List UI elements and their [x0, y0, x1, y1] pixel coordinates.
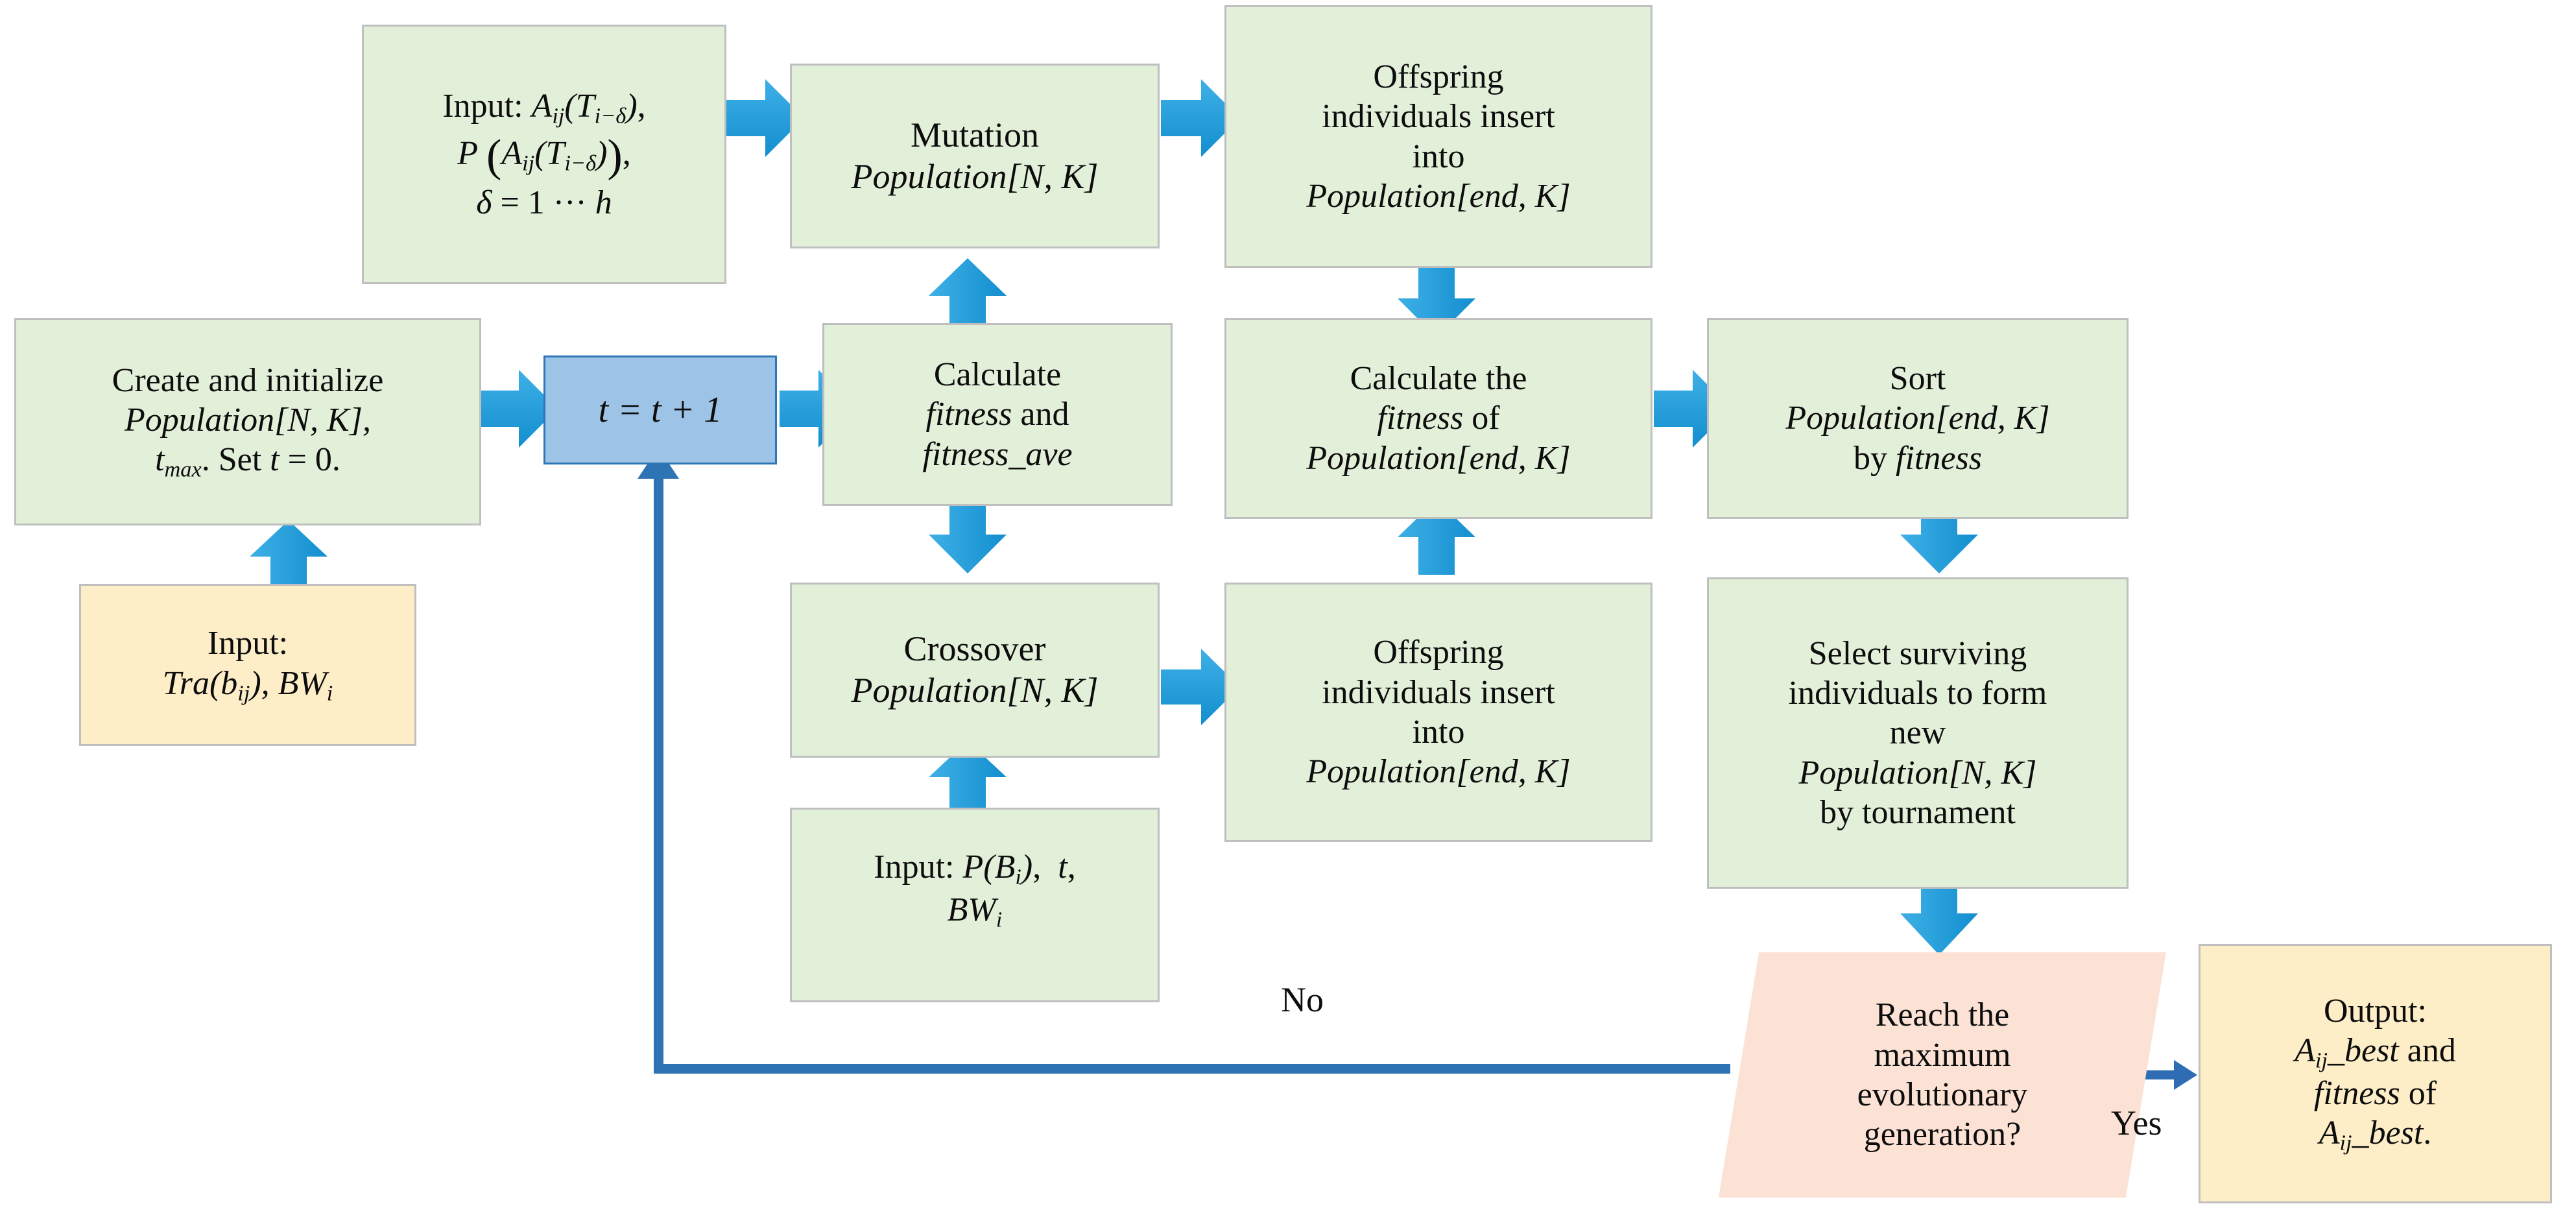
arrow-sort-to-select — [1900, 501, 1978, 573]
node-decision[interactable]: Reach the maximum evolutionary generatio… — [1719, 952, 2166, 1198]
yes-arrowhead — [2174, 1060, 2197, 1090]
calc-end-line3: Population[end, K] — [1306, 439, 1571, 477]
input-mutation-line1: Input: Aij(Ti−δ), — [442, 87, 646, 128]
offspring-bottom-line4: Population[end, K] — [1306, 753, 1571, 791]
node-create-initialize[interactable]: Create and initialize Population[N, K], … — [14, 318, 481, 525]
arrow-input-pb-to-crossover — [929, 741, 1007, 812]
create-line1: Create and initialize — [112, 361, 384, 399]
calc-end-line2: fitness of — [1377, 400, 1500, 437]
node-input-tra[interactable]: Input: Tra(bij), BWi — [79, 584, 416, 746]
edge-label-yes: Yes — [2111, 1103, 2162, 1142]
input-pb-line2: BWi — [947, 891, 1003, 932]
arrow-input-to-mutation — [725, 79, 804, 157]
offspring-top-line3: into — [1412, 138, 1465, 175]
input-pb-line1: Input: P(Bi), t, — [874, 849, 1076, 889]
node-output[interactable]: Output: Aij_best and fitness of Aij_best… — [2199, 944, 2552, 1203]
offspring-bottom-line2: individuals insert — [1322, 673, 1555, 711]
node-counter[interactable]: t = t + 1 — [543, 355, 777, 464]
output-line1: Output: — [2324, 992, 2427, 1030]
node-mutation[interactable]: Mutation Population[N, K] — [790, 64, 1160, 248]
arrow-crossover-to-offspring-bottom — [1161, 649, 1240, 725]
mutation-line1: Mutation — [911, 115, 1039, 154]
create-line2: Population[N, K], — [125, 401, 371, 439]
output-line3: fitness of — [2313, 1075, 2437, 1112]
decision-line1: Reach the — [1875, 996, 2010, 1034]
arrow-calc-fitness-to-mutation — [929, 258, 1007, 333]
select-line3: new — [1889, 714, 1946, 752]
output-line4: Aij_best. — [2319, 1115, 2432, 1155]
sort-line3: by fitness — [1854, 439, 1982, 477]
output-line2: Aij_best and — [2295, 1031, 2456, 1073]
node-sort[interactable]: Sort Population[end, K] by fitness — [1707, 318, 2129, 519]
node-input-pb[interactable]: Input: P(Bi), t, BWi — [790, 808, 1160, 1002]
node-input-mutation[interactable]: Input: Aij(Ti−δ), P (Aij(Ti−δ)), δ = 1 ·… — [362, 25, 726, 284]
edge-label-no: No — [1281, 980, 1324, 1019]
offspring-top-line1: Offspring — [1373, 58, 1504, 95]
calc-fitness-line1: Calculate — [933, 355, 1062, 393]
node-select-survivors[interactable]: Select surviving individuals to form new… — [1707, 577, 2129, 889]
input-mutation-line2: P (Aij(Ti−δ)), — [457, 130, 631, 181]
arrow-mutation-to-offspring-top — [1161, 79, 1240, 157]
select-line5: by tournament — [1820, 794, 2016, 832]
select-line4: Population[N, K] — [1798, 754, 2037, 791]
sort-line2: Population[end, K] — [1785, 400, 2050, 437]
node-calc-fitness[interactable]: Calculate fitness and fitness_ave — [822, 323, 1173, 506]
arrow-offspring-top-to-calc-fitness-end — [1398, 265, 1475, 337]
arrow-create-to-counter — [480, 370, 558, 448]
arrow-input-tra-to-create — [250, 520, 328, 592]
node-calc-fitness-end[interactable]: Calculate the fitness of Population[end,… — [1224, 318, 1652, 519]
calc-fitness-line3: fitness_ave — [922, 435, 1073, 473]
feedback-line-vertical — [654, 472, 663, 1066]
arrow-calc-fitness-to-crossover — [929, 501, 1007, 573]
input-mutation-line3: δ = 1 ··· h — [476, 184, 612, 221]
decision-line2: maximum — [1874, 1036, 2011, 1074]
node-offspring-top[interactable]: Offspring individuals insert into Popula… — [1224, 5, 1652, 268]
offspring-top-line2: individuals insert — [1322, 98, 1555, 136]
mutation-line2: Population[N, K] — [851, 156, 1099, 196]
decision-line3: evolutionary — [1857, 1076, 2028, 1113]
offspring-top-line4: Population[end, K] — [1306, 177, 1571, 215]
sort-line1: Sort — [1889, 359, 1946, 397]
feedback-line-horizontal — [654, 1064, 1730, 1074]
arrow-select-to-decision — [1900, 877, 1978, 955]
select-line2: individuals to form — [1788, 674, 2047, 712]
node-offspring-bottom[interactable]: Offspring individuals insert into Popula… — [1224, 583, 1652, 842]
select-line1: Select surviving — [1808, 634, 2027, 672]
create-line3: tmax. Set t = 0. — [155, 441, 340, 482]
offspring-bottom-line1: Offspring — [1373, 634, 1504, 671]
crossover-line1: Crossover — [903, 629, 1046, 669]
decision-line4: generation? — [1863, 1116, 2021, 1153]
calc-fitness-line2: fitness and — [925, 396, 1069, 433]
input-tra-line1: Input: — [207, 625, 289, 662]
counter-text: t = t + 1 — [598, 389, 722, 430]
offspring-bottom-line3: into — [1412, 714, 1465, 751]
input-tra-line2: Tra(bij), BWi — [162, 664, 333, 706]
node-crossover[interactable]: Crossover Population[N, K] — [790, 583, 1160, 758]
calc-end-line1: Calculate the — [1350, 359, 1527, 397]
crossover-line2: Population[N, K] — [851, 671, 1099, 710]
